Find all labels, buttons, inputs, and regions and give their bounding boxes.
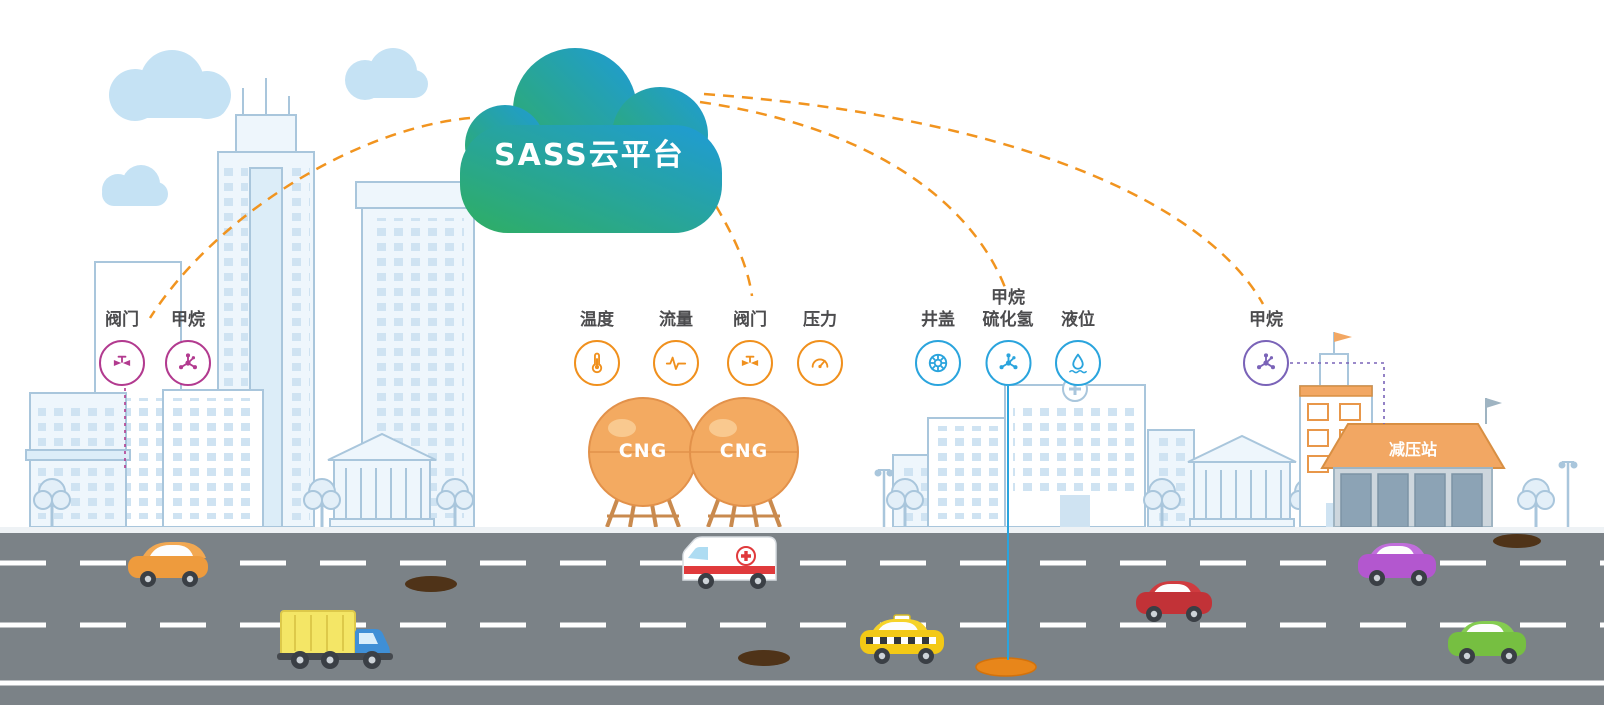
vehicle-purple-car [1358,543,1436,586]
cloud-platform-label: SASS云平台 [494,138,685,173]
sensor-methane-station: 甲烷 [1243,278,1289,386]
sky-clouds-decoration [102,48,428,206]
sensor-liquid-level: 液位 [1055,278,1101,386]
sensor-label: 液位 [1061,309,1095,330]
liquid-level-icon [1055,340,1101,386]
vehicle-green-car [1448,621,1526,664]
flow-icon [653,340,699,386]
manhole-icon [915,340,961,386]
methane-icon [165,340,211,386]
sensor-methane-h2s: 甲烷 硫化氢 [983,278,1034,386]
sensor-label: 压力 [803,309,837,330]
sensor-methane-city: 甲烷 [165,278,211,386]
station-label: 减压站 [1388,440,1438,459]
methane-icon [1243,340,1289,386]
methane-icon [985,340,1031,386]
sensor-label: 甲烷 [1249,309,1283,330]
vehicle-ambulance [682,536,777,589]
manhole-spot [1493,534,1541,548]
sensor-valve-cng: 阀门 [727,278,773,386]
sensor-label: 流量 [659,309,693,330]
road [0,527,1604,705]
sensor-flow: 流量 [653,278,699,386]
valve-icon [727,340,773,386]
vehicle-yellow-truck [277,610,393,669]
cloud-connectors [148,92,1265,319]
cloud-platform: SASS云平台 [450,40,740,240]
sensor-pressure: 压力 [797,278,843,386]
sensor-label-line1: 甲烷 [991,287,1025,308]
sensor-label-line2: 硫化氢 [982,309,1034,330]
sensor-manhole: 井盖 [915,278,961,386]
vehicle-red-car [1136,581,1212,622]
sensor-temperature: 温度 [574,278,620,386]
sensor-valve-city: 阀门 [99,278,145,386]
station-sensor-connector [1290,362,1385,424]
city-skyline-middle [892,376,1297,528]
manhole-orange [975,657,1037,677]
sensor-label: 阀门 [105,309,139,330]
sensor-label: 阀门 [733,309,767,330]
valve-icon [99,340,145,386]
sensor-label: 温度 [580,309,614,330]
vehicle-taxi [860,614,944,664]
manhole-spot [405,576,457,592]
pressure-gauge-icon [797,340,843,386]
sensor-label: 井盖 [921,309,955,330]
cng-tanks [588,397,799,528]
sensor-label: 甲烷 硫化氢 [983,287,1034,331]
pressure-reduction-station [1299,332,1506,528]
cloud-shape [460,48,722,233]
cng-tank-label: CNG [719,440,769,462]
sensor-label: 甲烷 [171,309,205,330]
city-skyline-left [25,78,481,528]
vehicle-orange-car [128,542,208,587]
manhole-spot [738,650,790,666]
cng-tank-label: CNG [618,440,668,462]
thermometer-icon [574,340,620,386]
